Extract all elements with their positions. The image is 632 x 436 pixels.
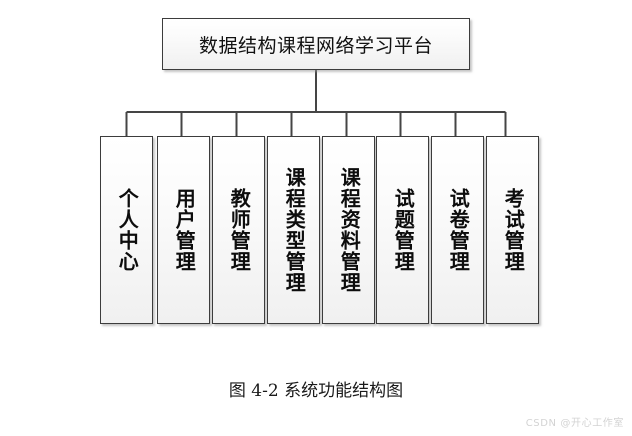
node-user-management[interactable]: 用户管理 xyxy=(157,136,210,324)
node-personal-center[interactable]: 个人中心 xyxy=(100,136,153,324)
root-node-system-title[interactable]: 数据结构课程网络学习平台 xyxy=(162,18,470,70)
node-exam-management[interactable]: 考试管理 xyxy=(486,136,539,324)
node-teacher-management[interactable]: 教师管理 xyxy=(212,136,265,324)
root-node-label: 数据结构课程网络学习平台 xyxy=(198,34,433,57)
node-label: 试卷管理 xyxy=(446,188,471,272)
node-course-material-management[interactable]: 课程资料管理 xyxy=(322,136,375,324)
node-label: 用户管理 xyxy=(172,188,197,272)
node-question-management[interactable]: 试题管理 xyxy=(376,136,429,324)
figure-caption: 图 4-2 系统功能结构图 xyxy=(228,381,404,401)
node-label: 试题管理 xyxy=(391,188,416,272)
node-course-type-management[interactable]: 课程类型管理 xyxy=(267,136,320,324)
node-label: 课程资料管理 xyxy=(337,167,362,293)
watermark: CSDN @开心工作室 xyxy=(525,418,624,429)
node-label: 个人中心 xyxy=(115,188,140,272)
node-exam-paper-management[interactable]: 试卷管理 xyxy=(431,136,484,324)
node-label: 课程类型管理 xyxy=(282,167,307,293)
node-label: 教师管理 xyxy=(227,188,252,272)
node-label: 考试管理 xyxy=(501,188,526,272)
